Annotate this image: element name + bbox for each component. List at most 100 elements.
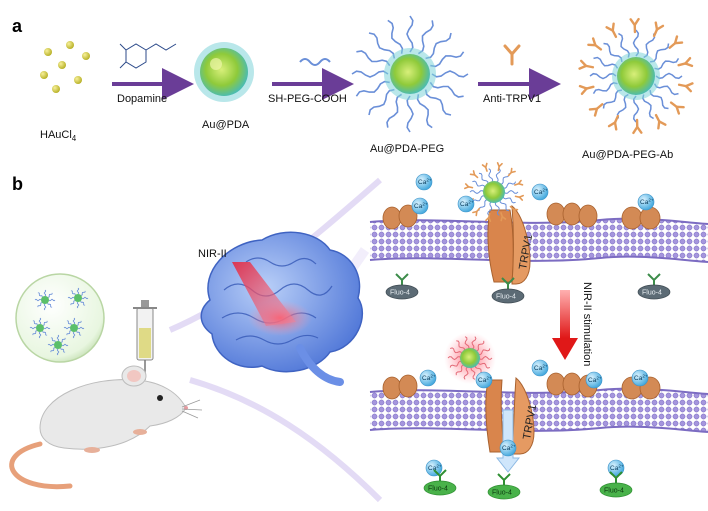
mini-core	[36, 324, 44, 332]
peg-chain	[426, 33, 451, 58]
au-pda-nanoparticle	[194, 42, 254, 102]
antibody-arm	[675, 43, 682, 44]
fluo4-label: Fluo-4	[390, 290, 410, 297]
peg-chain	[503, 182, 516, 189]
antibody-arm	[657, 26, 663, 30]
antibody-arm	[613, 24, 614, 31]
antibody-arm	[511, 172, 515, 173]
peg-chain	[432, 71, 468, 77]
mini-core	[70, 324, 78, 332]
fluo4-label: Fluo-4	[642, 290, 662, 297]
antibody-icon	[505, 46, 519, 64]
calcium-ion-icon: Ca2+	[426, 460, 442, 476]
fluo4-inactive: Fluo-4	[386, 274, 418, 299]
mouse-icon	[12, 366, 202, 487]
gold-particle	[52, 85, 60, 93]
peg-chain	[356, 51, 389, 66]
peg-label: Au@PDA-PEG	[370, 143, 444, 155]
trpv1-channel-closed: TRPV1	[488, 206, 535, 284]
peg-chain	[489, 169, 493, 183]
peg-chain	[388, 20, 403, 53]
mini-core	[54, 341, 62, 349]
antibody-arm	[519, 184, 523, 185]
antibody-arm	[486, 164, 487, 168]
gold-particle	[44, 48, 52, 56]
peg-chain	[426, 90, 451, 115]
gold-precursor-particles	[40, 41, 90, 93]
calcium-ion-icon: Ca2+	[532, 360, 548, 376]
gold-particle	[66, 41, 74, 49]
calcium-ion-icon: Ca2+	[458, 196, 474, 212]
peg-chain	[369, 33, 394, 58]
wisp	[190, 380, 380, 500]
gold-particle	[82, 52, 90, 60]
peg-chain	[356, 82, 389, 97]
au-pda-peg-nanoparticle	[352, 16, 468, 132]
peg-chain	[369, 90, 394, 115]
calcium-ion-icon: Ca2+	[476, 372, 492, 388]
antibody-arm	[581, 61, 586, 66]
peg-chain	[472, 181, 485, 188]
antibody-arm	[658, 121, 659, 128]
fluo4-label: Fluo-4	[604, 488, 624, 495]
nanoparticle-solution-bubble	[16, 274, 104, 362]
peg-chain	[503, 196, 516, 203]
peg-chain	[504, 191, 518, 194]
peg-chain	[479, 173, 488, 184]
mini-core	[74, 294, 82, 302]
antibody-arm	[501, 217, 502, 221]
calcium-ion-icon: Ca2+	[500, 440, 516, 456]
peg-chain	[500, 173, 509, 184]
peg-chain	[470, 191, 484, 194]
panel-b-label: b	[12, 174, 23, 194]
calcium-ion-icon: Ca2+	[532, 184, 548, 200]
antibody-arm	[473, 211, 477, 212]
antibody-arm	[609, 122, 615, 126]
calcium-ion-icon: Ca2+	[412, 198, 428, 214]
calcium-ion-icon: Ca2+	[632, 370, 648, 386]
peg-chain-icon	[300, 59, 330, 65]
dopamine-structure-icon	[120, 44, 176, 68]
peg-chain	[387, 94, 402, 127]
au-pda-peg-ab-nanoparticle	[580, 19, 693, 133]
arrow-label-dopamine: Dopamine	[117, 93, 167, 105]
calcium-ion-icon: Ca2+	[416, 174, 432, 190]
gold-particle	[40, 71, 48, 79]
fluo4-label: Fluo-4	[496, 294, 516, 301]
precursor-label: HAuCl4	[40, 129, 77, 143]
panel-a-label: a	[12, 16, 23, 36]
nir-label: NIR-II	[198, 248, 227, 260]
calcium-ion-icon: Ca2+	[638, 194, 654, 210]
antibody-arm	[474, 171, 475, 175]
antibody-arm	[635, 19, 639, 25]
fluo4-inactive: Fluo-4	[638, 274, 670, 299]
antibody-arm	[580, 86, 587, 88]
peg-chain	[430, 82, 463, 97]
gold-particle	[74, 76, 82, 84]
peg-chain	[479, 200, 488, 211]
peg-chain	[418, 20, 433, 53]
antibody-arm	[519, 197, 522, 200]
peg-chain	[418, 94, 433, 127]
fluo4-label: Fluo-4	[492, 490, 512, 497]
peg-chain	[472, 196, 485, 203]
stimulation-arrow	[552, 290, 578, 360]
antibody-arm	[499, 164, 502, 167]
peg-chain	[500, 200, 509, 211]
fluo4-label: Fluo-4	[428, 486, 448, 493]
antibody-arm	[686, 86, 691, 91]
peg-chain	[407, 16, 413, 52]
calcium-ion-icon: Ca2+	[586, 372, 602, 388]
mini-core	[41, 296, 49, 304]
ab-label: Au@PDA-PEG-Ab	[582, 149, 673, 161]
antibody-arm	[513, 209, 514, 213]
core-label: Au@PDA	[202, 119, 250, 131]
gold-particle	[58, 61, 66, 69]
antibody-arm	[685, 63, 692, 65]
stimulation-label: NIR-II stimulation	[581, 282, 593, 366]
fluo4-active: Fluo-4	[488, 474, 520, 499]
antibody-arm	[590, 109, 597, 110]
peg-chain	[407, 96, 413, 132]
